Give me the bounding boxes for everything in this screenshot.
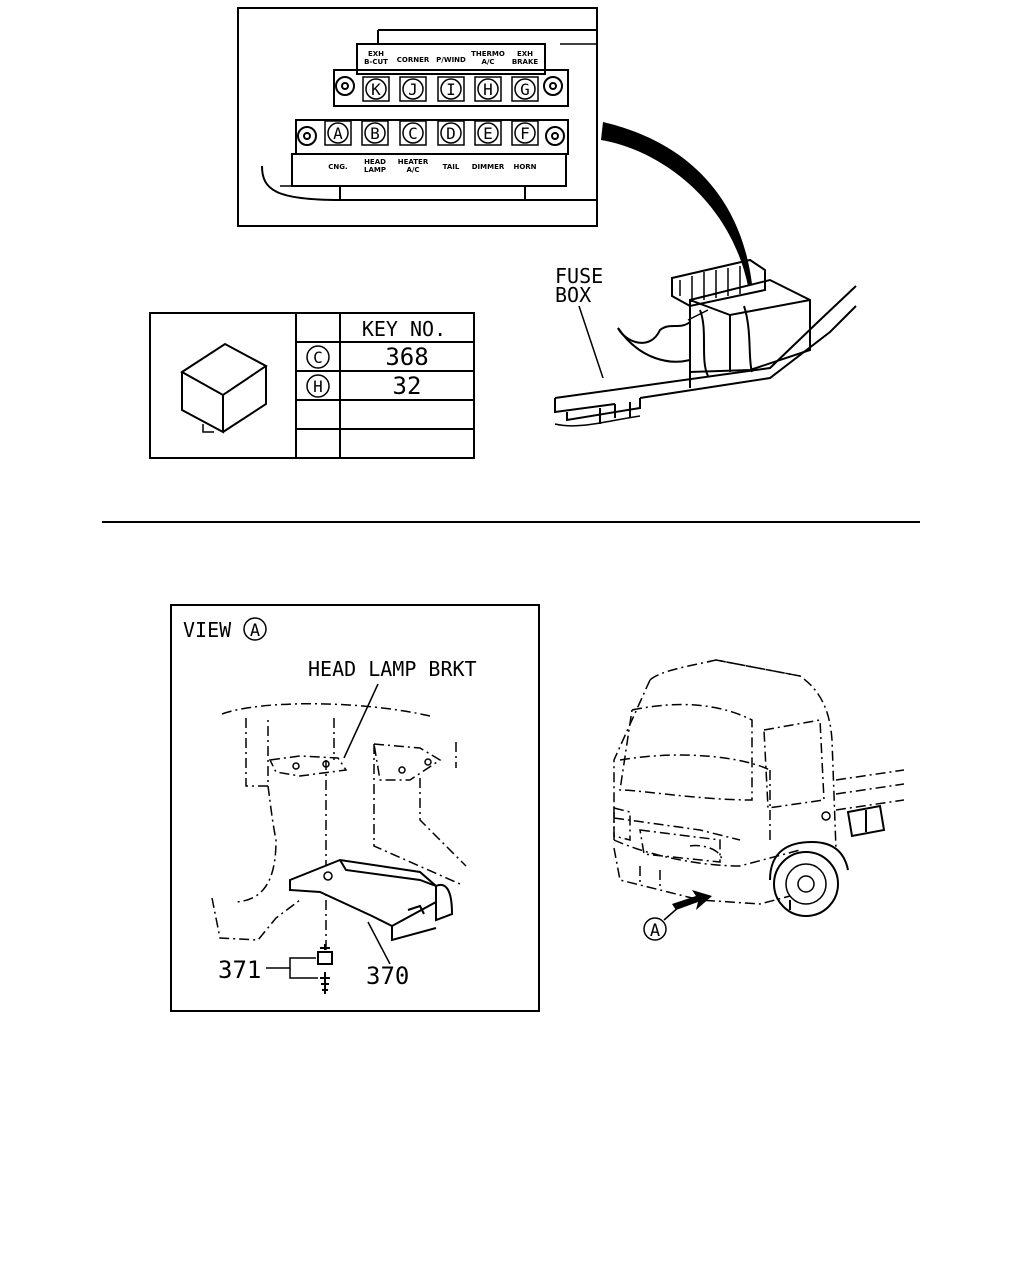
fuse-key-A: A <box>324 120 352 146</box>
svg-text:E: E <box>483 124 493 143</box>
view-a-frame <box>170 604 540 1012</box>
front-wheel <box>773 851 839 917</box>
fuse-key-H: H <box>474 76 502 102</box>
key-table-row: C 368 <box>306 343 429 371</box>
fuse-bottom-label-0: CNG. <box>328 163 347 171</box>
side-window <box>763 719 825 809</box>
truck-key-circle <box>643 917 667 941</box>
fuse-top-label-1: CORNER <box>397 56 430 64</box>
view-a-panel: VIEW A HEAD LAMP BRKT 371 <box>170 604 540 1012</box>
screw-371-b <box>320 972 330 994</box>
screw-371-a <box>317 951 333 965</box>
key-table-value: 368 <box>385 343 428 371</box>
key-table-value: 32 <box>393 372 422 400</box>
view-a-key-circle <box>243 617 267 641</box>
grille <box>639 829 721 863</box>
fuse-key-E: E <box>474 120 502 146</box>
svg-text:C: C <box>408 124 418 143</box>
fuse-key-C: C <box>399 120 427 146</box>
fuse-key-K: K <box>362 76 390 102</box>
fuse-key-I: I <box>437 76 465 102</box>
key-table-row: H 32 <box>306 372 422 400</box>
svg-text:F: F <box>520 124 530 143</box>
truck-key-letter: A <box>650 921 660 941</box>
windshield <box>619 703 753 801</box>
svg-text:H: H <box>483 80 493 99</box>
fuse-box-frame <box>237 7 598 227</box>
fuse-bottom-label-4: DIMMER <box>472 163 505 171</box>
svg-text:D: D <box>446 124 456 143</box>
fuse-bottom-label-5: HORN <box>513 163 536 171</box>
svg-text:A: A <box>333 124 343 143</box>
fuse-key-G: G <box>511 76 539 102</box>
view-a-title: VIEW <box>183 618 232 642</box>
fuse-key-F: F <box>511 120 539 146</box>
chassis-fuse-box-view: FUSE BOX <box>554 258 857 427</box>
svg-text:J: J <box>408 80 418 99</box>
fuse-box-callout-line1: FUSE <box>555 264 603 288</box>
key-table-key: H <box>313 377 323 396</box>
fuse-top-label-2: P/WIND <box>436 56 466 64</box>
svg-text:G: G <box>520 80 530 99</box>
head-lamp-brkt-label: HEAD LAMP BRKT <box>308 657 477 681</box>
fuse-box-callout-line2: BOX <box>555 283 591 307</box>
fuse-box-top-label-strip <box>356 43 546 75</box>
svg-text:K: K <box>371 80 381 99</box>
relay-cube-icon <box>180 342 268 434</box>
fuse-box-top-body <box>333 69 569 107</box>
view-a-key-letter: A <box>250 621 260 641</box>
part-370-label: 370 <box>366 962 409 990</box>
key-table-key: C <box>313 348 323 367</box>
part-371-label: 371 <box>218 956 261 984</box>
fuse-box-leader-arrow <box>601 122 752 286</box>
key-table-header: KEY NO. <box>362 317 446 341</box>
fuse-key-J: J <box>399 76 427 102</box>
svg-text:I: I <box>446 80 456 99</box>
head-lamp-bracket-part <box>289 858 437 928</box>
view-a-arrow <box>672 890 712 910</box>
truck-illustration: A <box>613 659 905 941</box>
fuse-key-B: B <box>361 120 389 146</box>
fuse-bottom-label-3: TAIL <box>443 163 460 171</box>
fuse-key-D: D <box>437 120 465 146</box>
svg-text:B: B <box>370 124 380 143</box>
fuse-box-bottom-label-strip <box>291 153 567 187</box>
